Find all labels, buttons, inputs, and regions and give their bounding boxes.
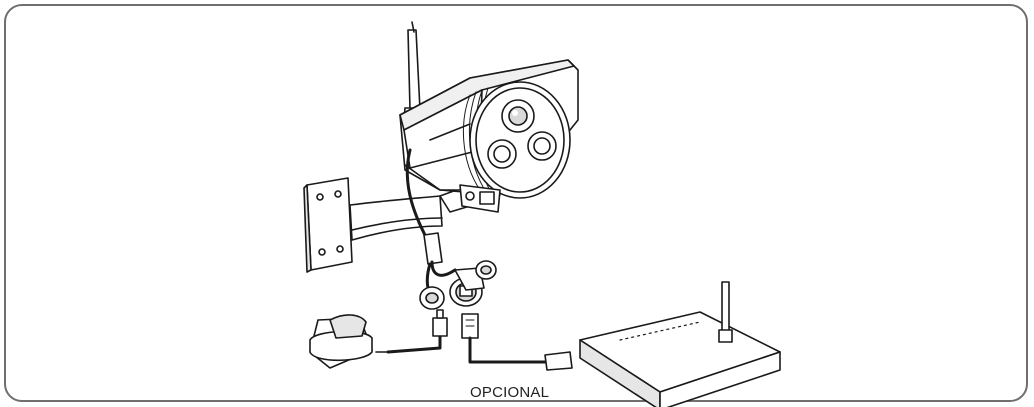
router xyxy=(579,281,781,407)
diagram-frame xyxy=(4,4,1028,402)
optional-label: OPCIONAL xyxy=(470,384,550,401)
network-cable xyxy=(461,313,573,371)
camera-body xyxy=(399,59,579,213)
power-connector xyxy=(419,286,445,310)
wall-mount-bracket xyxy=(303,177,471,273)
aux-connector xyxy=(475,260,497,280)
dc-plug xyxy=(432,309,448,337)
power-adapter xyxy=(309,314,442,369)
